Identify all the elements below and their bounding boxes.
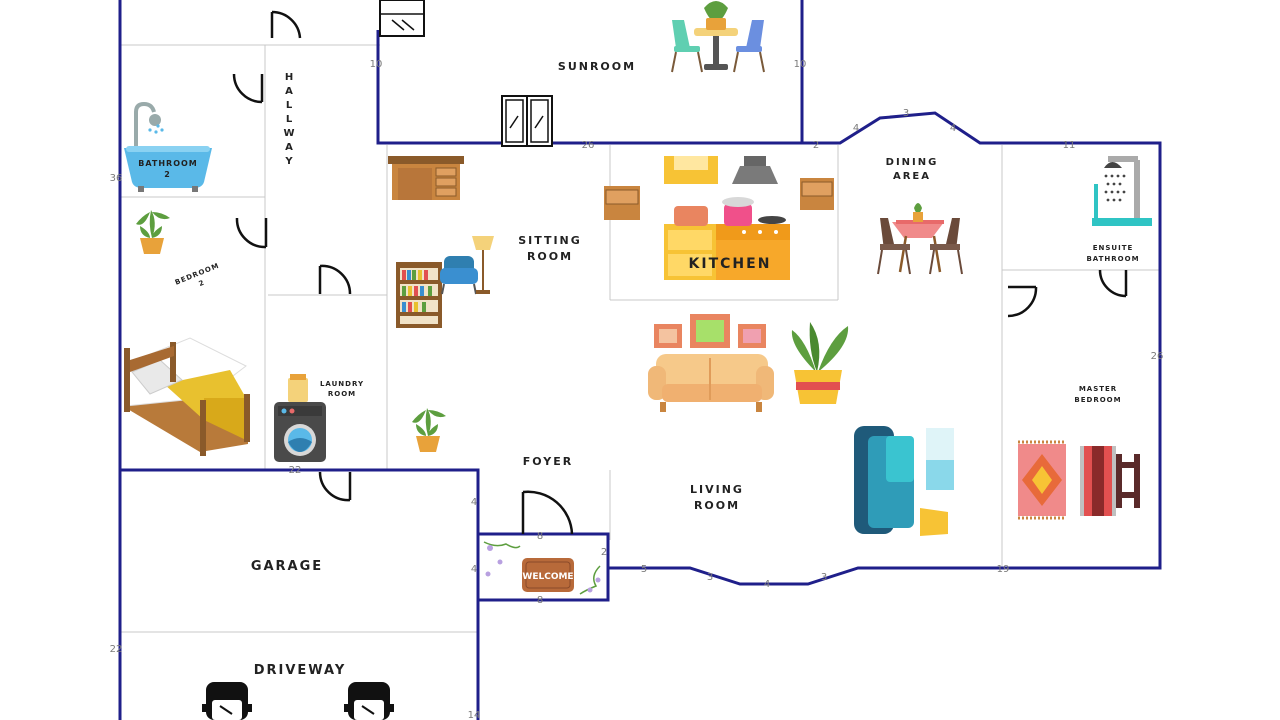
room-label-hallway-2: A xyxy=(285,86,295,97)
dimension-label: 19 xyxy=(997,564,1010,575)
room-label-driveway: DRIVEWAY xyxy=(254,663,347,678)
dimension-label: 10 xyxy=(370,59,383,70)
washing-machine-icon xyxy=(274,374,326,462)
room-label-laundry-room: ROOM xyxy=(328,390,356,398)
dimension-label: 26 xyxy=(1151,351,1164,362)
welcome-mat-text: WELCOME xyxy=(522,572,573,582)
room-label-garage: GARAGE xyxy=(251,559,323,574)
room-labels: SUNROOM H A L L W A Y BATHROOM 2 BEDROOM… xyxy=(138,60,1139,678)
car-icon xyxy=(344,682,394,720)
dining-set-sunroom-icon xyxy=(671,1,765,73)
room-label-hallway-3: L xyxy=(286,100,294,111)
room-label-dining: DINING xyxy=(886,157,939,168)
plant-icon xyxy=(136,210,170,254)
dimension-label: 4 xyxy=(853,123,859,134)
dimension-label: 3 xyxy=(903,108,909,119)
room-label-hallway-5: W xyxy=(283,128,296,139)
dimension-label: 8 xyxy=(537,531,543,542)
room-label-laundry: LAUNDRY xyxy=(320,380,364,388)
bed-icon xyxy=(124,337,250,456)
welcome-mat-icon: WELCOME xyxy=(483,541,601,595)
dimension-label: 8 xyxy=(537,595,543,606)
dimension-label: 4 xyxy=(471,564,477,575)
lounge-chair-icon xyxy=(854,426,954,536)
room-label-kitchen: KITCHEN xyxy=(689,256,772,272)
room-label-hallway-7: Y xyxy=(284,156,294,167)
door-bathroom2 xyxy=(232,73,264,104)
dimension-label: 26 xyxy=(582,140,595,151)
room-label-bedroom2: BEDROOM xyxy=(174,262,221,287)
room-label-foyer: FOYER xyxy=(523,455,573,468)
door-front xyxy=(521,490,574,535)
room-label-living-room: ROOM xyxy=(694,499,740,512)
car-icon xyxy=(202,682,252,720)
plant-icon xyxy=(412,408,446,452)
range-hood-icon xyxy=(732,156,778,184)
bathtub-icon xyxy=(124,101,212,192)
dimension-label: 5 xyxy=(641,564,647,575)
room-label-living: LIVING xyxy=(690,483,744,496)
room-label-hallway-4: L xyxy=(286,114,294,125)
kitchen-counter-icon xyxy=(604,156,834,280)
interior-partitions xyxy=(120,44,1160,633)
doors xyxy=(232,10,1128,535)
room-label-sitting: SITTING xyxy=(518,234,582,247)
dimension-label: 3 xyxy=(821,572,827,583)
door-garage xyxy=(318,471,352,502)
exterior-walls xyxy=(118,0,1162,720)
room-label-hallway-1: H xyxy=(285,72,295,83)
dimension-label: 4 xyxy=(764,579,770,590)
dimension-label: 10 xyxy=(794,59,807,70)
dimension-labels: 10 10 26 2 4 3 4 11 36 26 22 4 4 8 8 2 5… xyxy=(110,59,1164,720)
room-label-ensuite: ENSUITE xyxy=(1093,244,1134,252)
armchair-icon xyxy=(440,256,478,295)
window-icon xyxy=(379,0,425,37)
dimension-label: 2 xyxy=(601,547,607,558)
dimension-label: 36 xyxy=(110,173,123,184)
room-label-master-bedroom: BEDROOM xyxy=(1074,396,1121,404)
dimension-label: 3 xyxy=(707,572,713,583)
dimension-label: 2 xyxy=(813,140,819,151)
dimension-label: 4 xyxy=(471,497,477,508)
desk-icon xyxy=(388,156,464,200)
dimension-label: 11 xyxy=(1063,140,1076,151)
room-label-bedroom2-number: 2 xyxy=(198,278,207,288)
room-label-bathroom2-number: 2 xyxy=(164,170,172,179)
dimension-label: 22 xyxy=(289,465,302,476)
door-master xyxy=(1007,285,1038,318)
room-label-dining-area: AREA xyxy=(893,171,931,182)
bookshelf-icon xyxy=(396,262,442,328)
room-label-bathroom2: BATHROOM xyxy=(138,159,198,168)
room-label-sunroom: SUNROOM xyxy=(558,60,636,73)
shower-icon xyxy=(1092,156,1152,226)
room-label-hallway-6: A xyxy=(285,142,295,153)
door-laundry xyxy=(318,264,352,295)
room-label-sitting-room: ROOM xyxy=(527,250,573,263)
door-bedroom2 xyxy=(235,217,268,249)
rug-icon xyxy=(1018,440,1066,520)
dimension-label: 4 xyxy=(950,123,956,134)
room-label-master: MASTER xyxy=(1079,385,1117,393)
window-icon xyxy=(501,95,553,147)
plant-icon xyxy=(791,322,849,404)
dining-table-icon xyxy=(877,203,963,275)
dimension-label: 14 xyxy=(468,710,481,720)
floor-lamp-icon xyxy=(472,236,494,294)
sofa-icon xyxy=(648,314,774,412)
dresser-icon xyxy=(1080,446,1140,516)
dimension-label: 22 xyxy=(110,644,123,655)
door-top-left xyxy=(270,10,302,39)
room-label-ensuite-bathroom: BATHROOM xyxy=(1086,255,1139,263)
door-ensuite xyxy=(1098,269,1128,298)
